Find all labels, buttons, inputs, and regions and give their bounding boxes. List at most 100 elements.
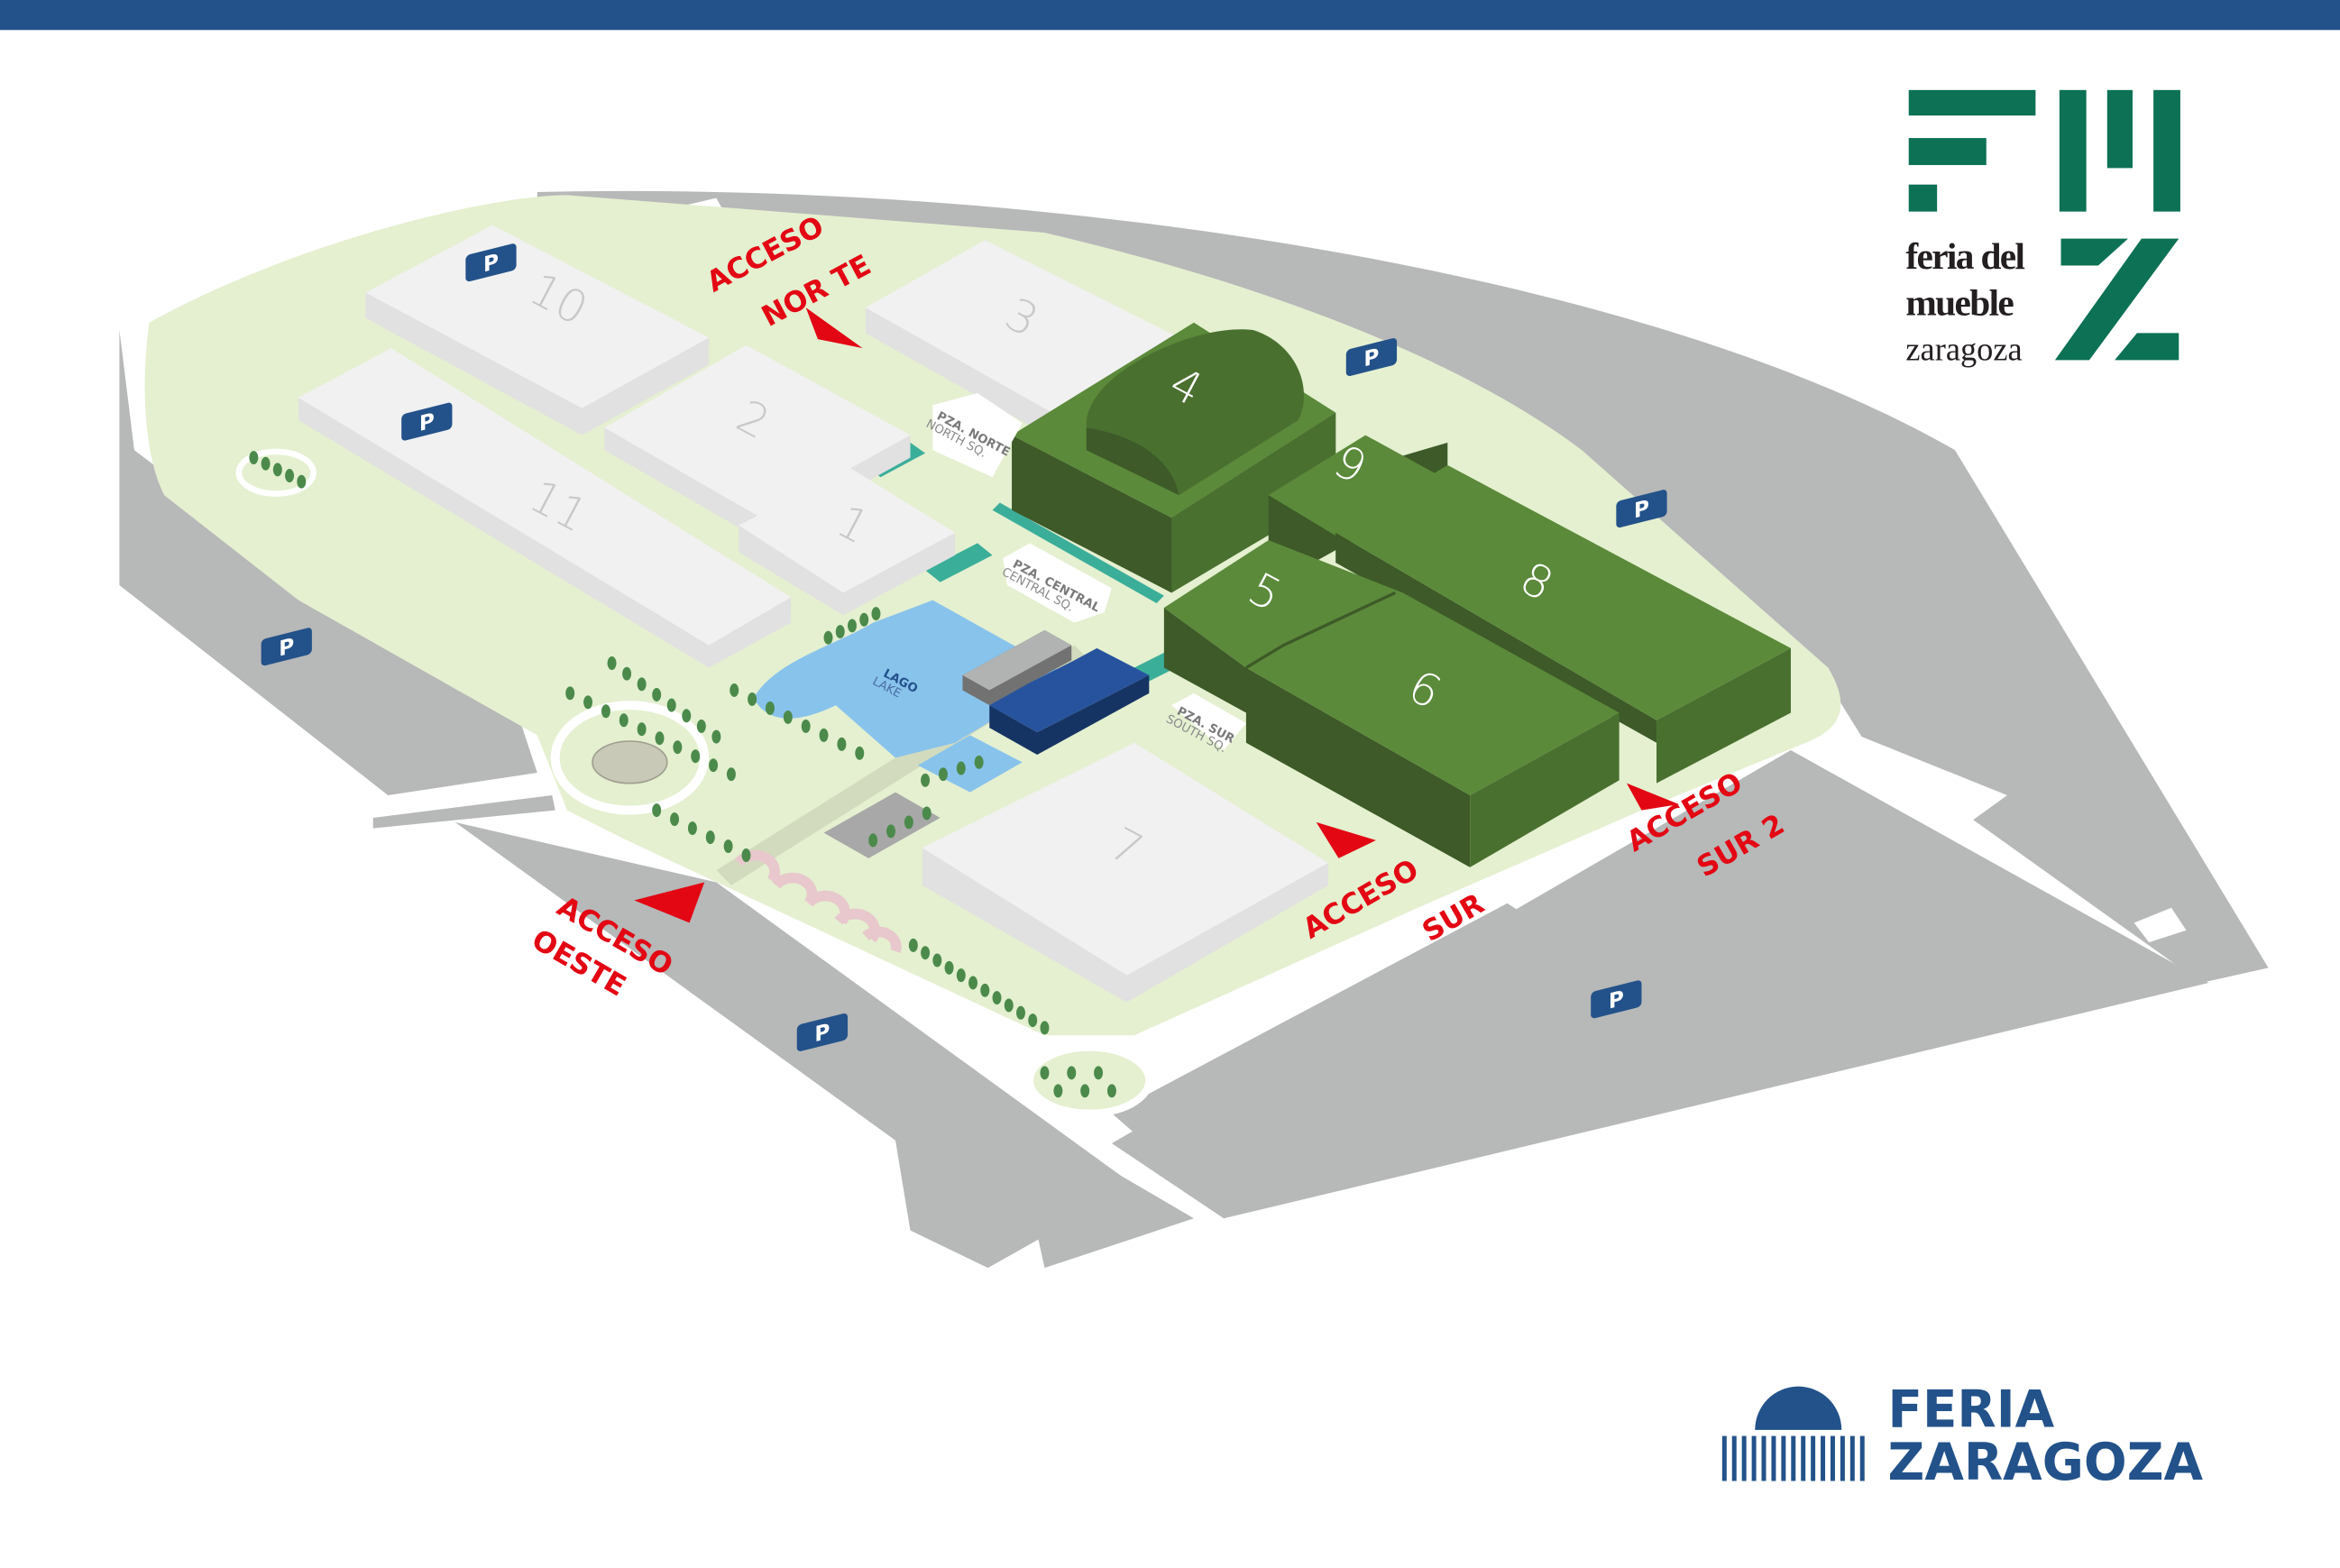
svg-text:mueble: mueble	[1905, 281, 2014, 323]
logo-bar	[1840, 1435, 1845, 1481]
tree-icon	[980, 983, 990, 997]
entrance-arches	[734, 849, 902, 954]
logo-bar	[1731, 1435, 1737, 1481]
tree-icon	[819, 728, 829, 742]
parking-icon: P	[1616, 490, 1667, 528]
tree-icon	[848, 619, 857, 633]
tree-icon	[622, 666, 632, 681]
logo-bar	[1751, 1435, 1757, 1481]
parking-label: P	[1609, 986, 1624, 1014]
tree-icon	[652, 687, 662, 701]
tree-icon	[1094, 1066, 1104, 1080]
logo-bar	[1771, 1435, 1776, 1481]
tree-icon	[682, 709, 692, 723]
top-bar	[0, 0, 2340, 31]
tree-icon	[723, 839, 733, 854]
logo-bar	[1821, 1435, 1826, 1481]
fmz-mark	[1908, 89, 2180, 361]
tree-icon	[766, 701, 775, 715]
tree-icon	[711, 729, 721, 744]
tree-icon	[855, 746, 865, 760]
blue-building	[989, 647, 1150, 756]
parking-icon: P	[465, 243, 517, 282]
tree-icon	[249, 451, 259, 465]
dome-icon	[1755, 1386, 1842, 1430]
trees	[249, 451, 1116, 1098]
tree-icon	[921, 773, 931, 787]
tree-icon	[705, 830, 715, 845]
hall-9	[1268, 435, 1448, 564]
tree-icon	[1053, 1084, 1063, 1098]
tree-icon	[783, 710, 793, 724]
logo-bar	[1781, 1435, 1786, 1481]
svg-text:ZARAGOZA: ZARAGOZA	[1888, 1434, 2204, 1492]
tree-icon	[823, 630, 833, 645]
tree-icon	[835, 625, 845, 639]
tree-icon	[1080, 1084, 1090, 1098]
tree-icon	[285, 469, 295, 483]
parking-label: P	[419, 408, 435, 436]
tree-icon	[1040, 1066, 1050, 1080]
parking-label: P	[814, 1018, 830, 1047]
tree-icon	[272, 463, 282, 477]
hall-1	[739, 468, 956, 616]
tree-icon	[1004, 998, 1014, 1013]
logo-bar	[1721, 1435, 1727, 1481]
lake	[753, 600, 1068, 758]
tree-icon	[944, 960, 954, 975]
tree-icon	[637, 677, 647, 692]
tree-icon	[868, 833, 878, 848]
tree-icon	[709, 758, 719, 773]
tree-icon	[968, 976, 978, 990]
tree-icon	[565, 686, 575, 701]
tree-icon	[748, 692, 757, 706]
tree-icon	[601, 704, 610, 719]
logo-bar	[1811, 1435, 1816, 1481]
logo-bar	[1849, 1435, 1855, 1481]
tree-icon	[956, 968, 966, 983]
tree-icon	[1016, 1005, 1025, 1020]
tree-icon	[1028, 1013, 1038, 1028]
hall-5-6	[1163, 540, 1620, 867]
tree-icon	[938, 767, 948, 782]
tree-icon	[837, 737, 847, 751]
monument	[592, 740, 668, 784]
tree-icon	[859, 612, 869, 627]
tree-icon	[655, 731, 665, 746]
arrow-icon	[1626, 783, 1679, 811]
logo-bar	[1741, 1435, 1747, 1481]
tree-icon	[801, 719, 811, 733]
parking-icon: P	[796, 1013, 849, 1051]
parking-icon: P	[1591, 980, 1642, 1019]
logo-bar	[1791, 1435, 1796, 1481]
logo-bar	[1859, 1435, 1865, 1481]
garden-south	[1025, 1043, 1153, 1117]
logo-bar	[1801, 1435, 1806, 1481]
tree-icon	[696, 719, 706, 733]
tree-icon	[741, 848, 751, 863]
tree-icon	[583, 695, 593, 710]
tree-icon	[730, 683, 739, 697]
arrow-icon	[634, 882, 705, 923]
hall-7	[922, 742, 1328, 1003]
tree-icon	[908, 938, 918, 952]
parking-icon: P	[1345, 338, 1398, 376]
tree-icon	[886, 824, 895, 839]
tree-icon	[1067, 1066, 1077, 1080]
parking-label: P	[279, 633, 294, 662]
hall-10	[365, 225, 710, 436]
feria-zaragoza-logo: FERIA ZARAGOZA	[1721, 1380, 2204, 1492]
tree-icon	[673, 740, 683, 755]
feria-del-mueble-logo: feria del mueble zaragoza	[1905, 89, 2180, 367]
arrow-icon	[805, 307, 863, 349]
tree-icon	[992, 991, 1002, 1005]
tree-icon	[670, 812, 680, 827]
parking-icons: P P P P P P P	[261, 243, 1667, 1051]
logo-bar	[1830, 1435, 1835, 1481]
arrow-icon	[1316, 821, 1376, 858]
parking-label: P	[1634, 495, 1649, 524]
column-bars	[1721, 1435, 1865, 1481]
tree-icon	[687, 821, 697, 836]
tree-icon	[974, 755, 984, 769]
